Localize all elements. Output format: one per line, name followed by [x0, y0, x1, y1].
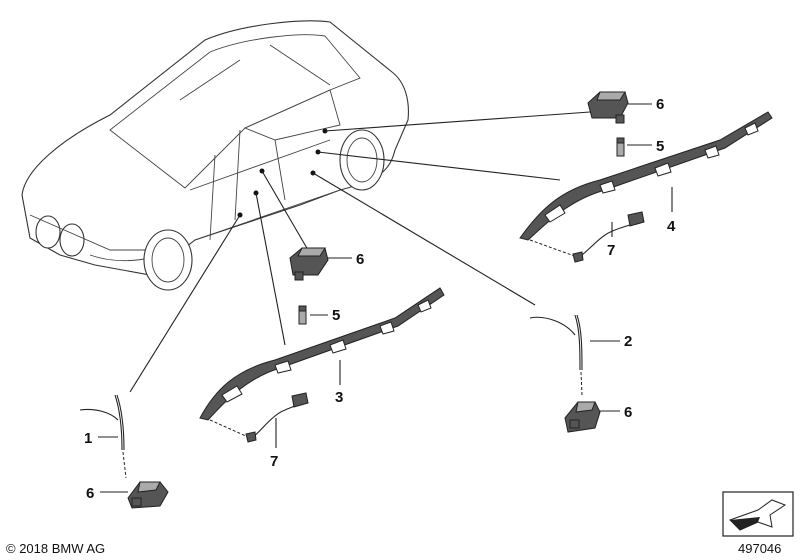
callout-1-pressure-tube-left: 1 [84, 430, 92, 447]
callout-3-curtain-airbag-left: 3 [335, 389, 343, 406]
part-curtain-airbag-left [199, 287, 445, 438]
part-curtain-airbag-right [519, 111, 773, 259]
car-illustration [21, 20, 409, 291]
copyright-text: © 2018 BMW AG [6, 541, 105, 556]
callout-2-pressure-tube-right: 2 [624, 333, 632, 350]
leader-lines [98, 103, 673, 493]
part-wire-harness-left [245, 392, 309, 443]
callout-6-sensor-middle: 6 [356, 251, 364, 268]
callout-7-wire-harness-right: 7 [607, 242, 615, 259]
callout-4-curtain-airbag-right: 4 [667, 218, 676, 235]
part-connector-upper-right [616, 137, 625, 157]
part-sensor-upper-right [587, 91, 629, 124]
part-sensor-middle [289, 247, 329, 281]
callout-7-wire-harness-left: 7 [270, 453, 278, 470]
part-sensor-lower-right [564, 401, 601, 433]
part-pressure-tube-left [79, 394, 127, 479]
callout-5-connector-upper-right: 5 [656, 138, 664, 155]
callout-6-sensor-lower-right: 6 [624, 404, 632, 421]
callout-labels: 6 5 4 7 6 5 3 7 2 6 1 6 [84, 96, 676, 502]
part-connector-middle [298, 305, 307, 325]
part-wire-harness-right [572, 211, 645, 263]
diagram-number: 497046 [738, 541, 781, 556]
part-pressure-tube-right [529, 314, 583, 396]
part-sensor-lower-left [127, 481, 169, 509]
next-page-arrow-icon[interactable] [722, 491, 794, 537]
callout-6-sensor-lower-left: 6 [86, 485, 94, 502]
callout-6-sensor-upper-right: 6 [656, 96, 664, 113]
callout-5-connector-middle: 5 [332, 307, 340, 324]
